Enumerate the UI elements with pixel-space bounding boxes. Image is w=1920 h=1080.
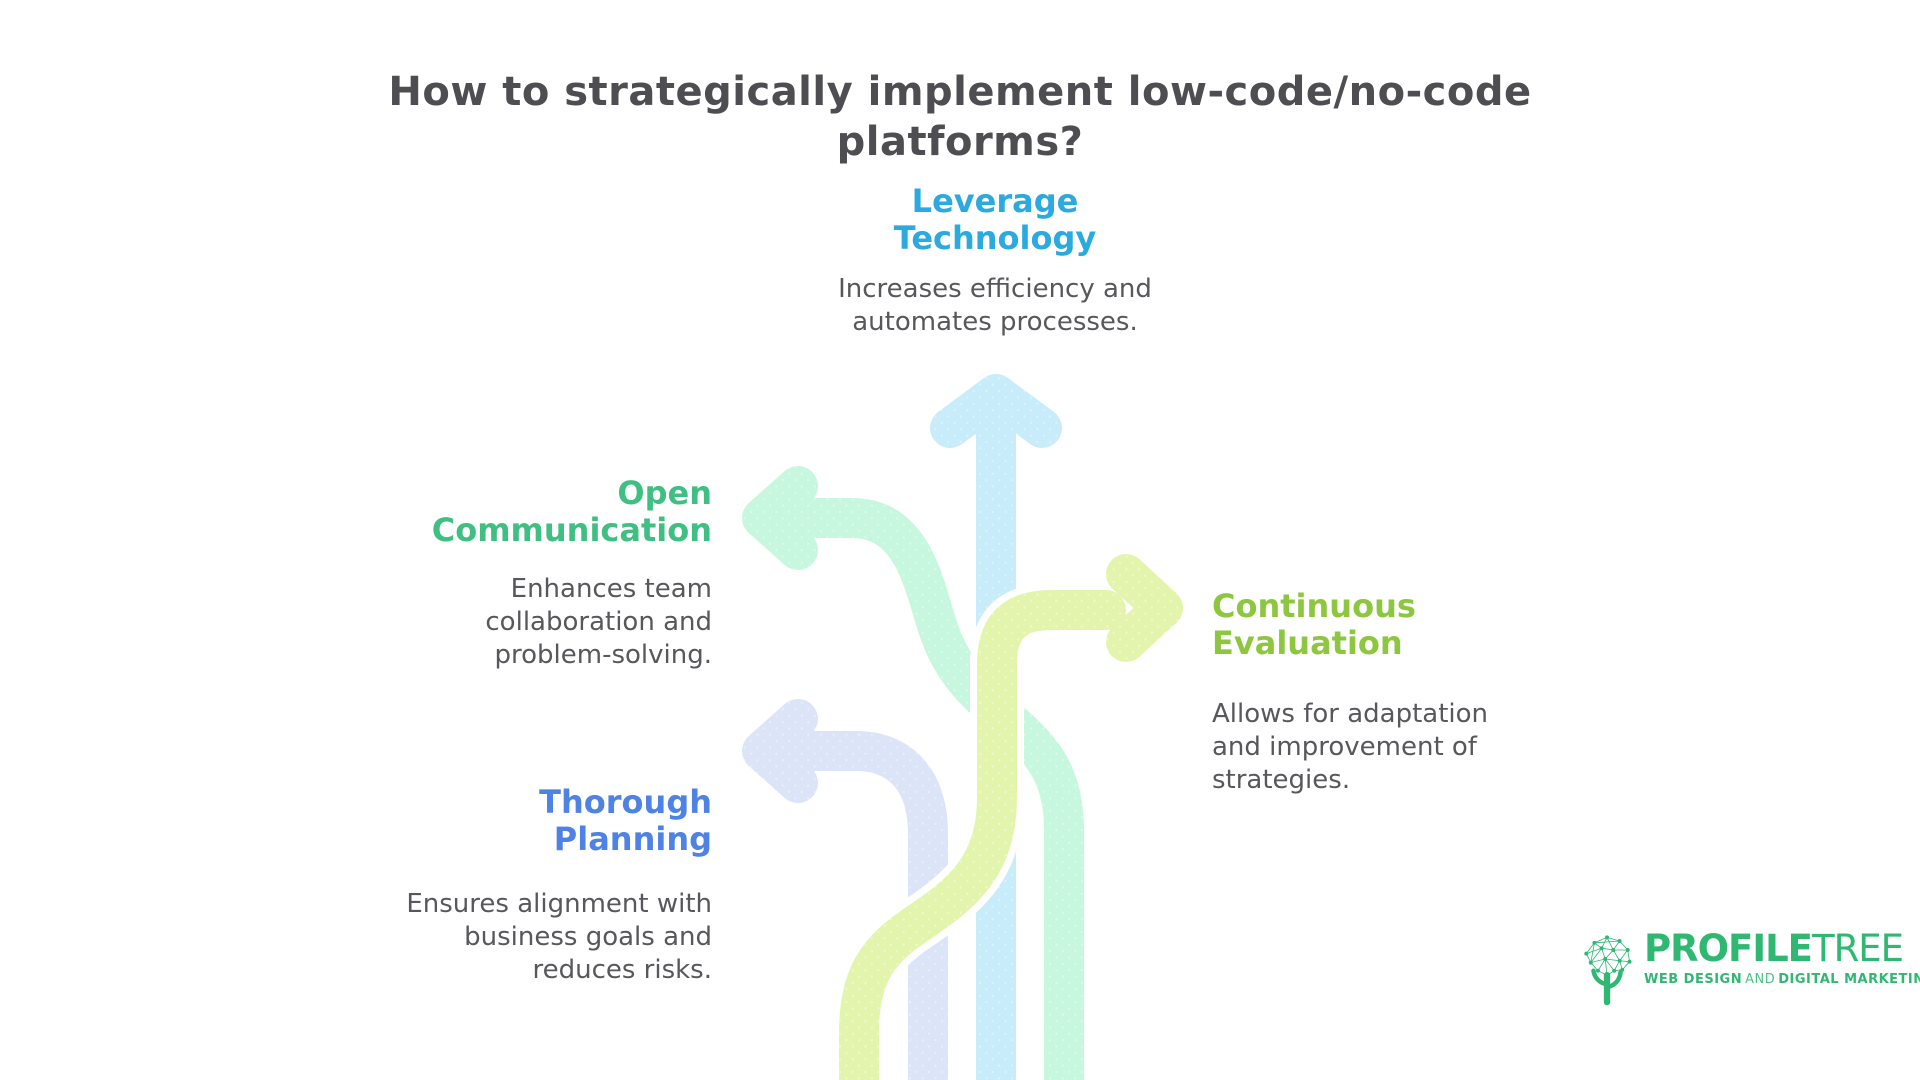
tagline-and: AND: [1745, 971, 1776, 987]
profiletree-tree-icon: [1584, 935, 1632, 1006]
section-thorough-planning: Thorough Planning Ensures alignment with…: [292, 783, 712, 987]
profiletree-wordmark: PROFILETREE: [1644, 927, 1920, 970]
continuous-evaluation-description: Allows for adaptation and improvement of…: [1212, 699, 1489, 796]
tagline-digital-marketing: DIGITAL MARKETING: [1778, 971, 1920, 987]
open-communication-description: Enhances team collaboration and problem-…: [485, 574, 712, 671]
tagline-web-design: WEB DESIGN: [1644, 971, 1743, 987]
section-continuous-evaluation: Continuous Evaluation Allows for adaptat…: [1212, 587, 1642, 797]
continuous-evaluation-heading: Continuous Evaluation: [1212, 587, 1416, 663]
section-open-communication: Open Communication Enhances team collabo…: [292, 474, 712, 672]
thorough-planning-heading: Thorough Planning: [539, 783, 712, 859]
section-leverage-technology: Leverage Technology Increases efficiency…: [735, 182, 1255, 339]
wordmark-profile: PROFILE: [1644, 927, 1813, 970]
open-communication-heading: Open Communication: [431, 474, 712, 550]
thorough-planning-description: Ensures alignment with business goals an…: [406, 889, 712, 986]
infographic-title: How to strategically implement low-code/…: [388, 68, 1532, 165]
leverage-technology-description: Increases efficiency and automates proce…: [838, 274, 1152, 338]
leverage-technology-heading: Leverage Technology: [893, 182, 1097, 258]
wordmark-tree: TREE: [1811, 927, 1904, 970]
